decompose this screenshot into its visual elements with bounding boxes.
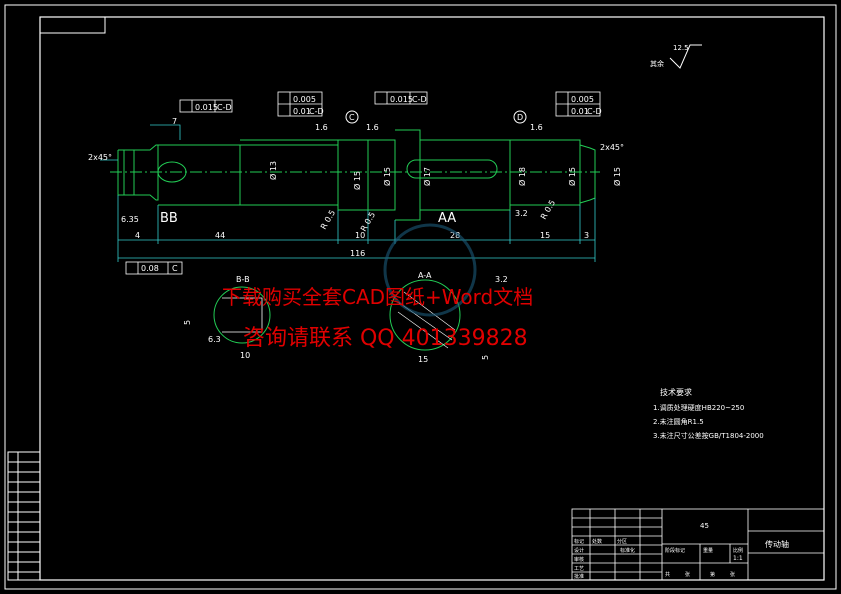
section-mark-b: BB (160, 211, 178, 226)
dim-roughness-2: 1.6 (366, 123, 379, 132)
title-extra-6: 张 (685, 571, 690, 578)
tol-6-datum: C-D (587, 107, 602, 116)
title-extra-3: 重量 (703, 547, 713, 554)
section-bb-keyway: 6.3 (208, 335, 221, 344)
tolerance-texts: 0.015 C-D 0.005 0.01 C-D 0.015 C-D 0.005… (141, 95, 602, 273)
title-role-1: 设计 (574, 547, 584, 554)
tol-7-datum: C (172, 264, 178, 273)
logo-watermark (383, 223, 477, 317)
dim-seg-6: 3 (584, 231, 589, 240)
tech-requirements: 技术要求 1.调质处理硬度HB220~250 2.未注圆角R1.5 3.未注尺寸… (653, 387, 764, 440)
dim-diameter-4: Ø 17 (422, 167, 432, 186)
title-extra-7: 第 (710, 571, 715, 578)
tech-item-1: 1.调质处理硬度HB220~250 (653, 403, 744, 412)
dim-fillet-3: R 0.5 (539, 198, 557, 221)
title-part-name: 传动轴 (765, 539, 789, 549)
tol-6-value: 0.01 (571, 107, 589, 116)
section-mark-a: AA (438, 211, 456, 226)
watermark-line-1: 下载购买全套CAD图纸+Word文档 (222, 285, 533, 309)
tol-7-value: 0.08 (141, 264, 159, 273)
title-extra-5: 共 (665, 571, 670, 578)
tol-5-value: 0.005 (571, 95, 594, 104)
dim-chamfer-left: 2x45° (88, 153, 112, 162)
dim-diameter-5: Ø 18 (517, 167, 527, 186)
tol-4-datum: C-D (412, 95, 427, 104)
section-aa-label: A-A (418, 271, 432, 280)
tol-3-datum: C-D (309, 107, 324, 116)
section-aa-height: 5 (481, 355, 490, 360)
dim-seg-3: 10 (355, 231, 365, 240)
dimension-texts: 116 4 44 10 28 15 3 2x45° 2x45° 6.35 7 3… (88, 117, 624, 258)
title-row-label-3: 分区 (617, 538, 627, 545)
watermark: 下载购买全套CAD图纸+Word文档 咨询请联系 QQ 401339828 (222, 285, 533, 351)
title-row-label-1: 标记 (574, 538, 584, 545)
tol-3-value: 0.01 (293, 107, 311, 116)
dim-seg-1: 4 (135, 231, 140, 240)
title-block (571, 508, 825, 581)
shaft-main-view (110, 129, 600, 221)
title-role-4: 批准 (574, 573, 584, 580)
dim-3-2: 3.2 (515, 209, 528, 218)
section-bb-label: B-B (236, 275, 250, 284)
dim-diameter-2: Ø 15 (352, 171, 362, 190)
section-aa-width: 15 (418, 355, 428, 364)
tech-item-2: 2.未注圆角R1.5 (653, 417, 704, 426)
title-extra-2: 阶段标记 (665, 547, 685, 554)
tol-4-value: 0.015 (390, 95, 413, 104)
dim-fillet-2: R 0.5 (359, 210, 377, 233)
title-row-label-2: 处数 (592, 538, 602, 545)
roughness-note-text: 其余 (650, 59, 664, 68)
drawing-frame (39, 16, 825, 581)
datum-markers: C D (345, 110, 527, 124)
dim-chamfer-right: 2x45° (600, 143, 624, 152)
dim-diameter-3: Ø 15 (382, 167, 392, 186)
dim-6-35: 6.35 (121, 215, 139, 224)
corner-box (39, 16, 106, 34)
title-block-texts: 45 传动轴 1:1 标记 处数 分区 设计 审核 工艺 批准 标准化 阶段标记… (574, 522, 789, 580)
tol-2-value: 0.005 (293, 95, 316, 104)
watermark-line-2: 咨询请联系 QQ 401339828 (243, 326, 528, 351)
datum-c: C (349, 113, 355, 122)
roughness-note: 12.5 其余 (650, 44, 702, 69)
tol-1-datum: C-D (217, 103, 232, 112)
dim-fillet-1: R 0.5 (319, 208, 337, 231)
section-view-aa: A-A 15 3.2 5 (389, 271, 508, 364)
dimension-lines (100, 124, 596, 262)
datum-d: D (517, 113, 523, 122)
section-bb-height: 5 (183, 320, 192, 325)
title-role-2: 审核 (574, 556, 584, 563)
dim-diameter-7: Ø 15 (612, 167, 622, 186)
title-extra-4: 比例 (733, 547, 743, 554)
section-view-bb: B-B 10 6.3 5 (183, 275, 271, 360)
dim-roughness-1: 1.6 (315, 123, 328, 132)
dim-seg-2: 44 (215, 231, 225, 240)
title-material: 45 (700, 522, 709, 530)
section-aa-keyway: 3.2 (495, 275, 508, 284)
roughness-value: 12.5 (673, 44, 689, 52)
title-scale: 1:1 (733, 555, 743, 562)
section-bb-width: 10 (240, 351, 250, 360)
title-extra-8: 张 (730, 571, 735, 578)
section-marks: BB AA (160, 211, 456, 226)
title-role-3: 工艺 (574, 566, 584, 572)
tolerance-frames (125, 91, 601, 275)
tol-1-value: 0.015 (195, 103, 218, 112)
title-extra-1: 标准化 (620, 547, 635, 554)
dim-roughness-3: 1.6 (530, 123, 543, 132)
dim-diameter-1: Ø 13 (268, 161, 278, 180)
dim-7: 7 (172, 117, 177, 126)
sheet-border (4, 4, 837, 590)
dim-seg-4: 28 (450, 231, 460, 240)
tech-item-3: 3.未注尺寸公差按GB/T1804-2000 (653, 431, 764, 440)
tech-title: 技术要求 (660, 387, 692, 397)
dim-diameter-6: Ø 15 (567, 167, 577, 186)
dim-seg-5: 15 (540, 231, 550, 240)
left-margin-table (7, 451, 41, 581)
dim-overall: 116 (350, 249, 365, 258)
